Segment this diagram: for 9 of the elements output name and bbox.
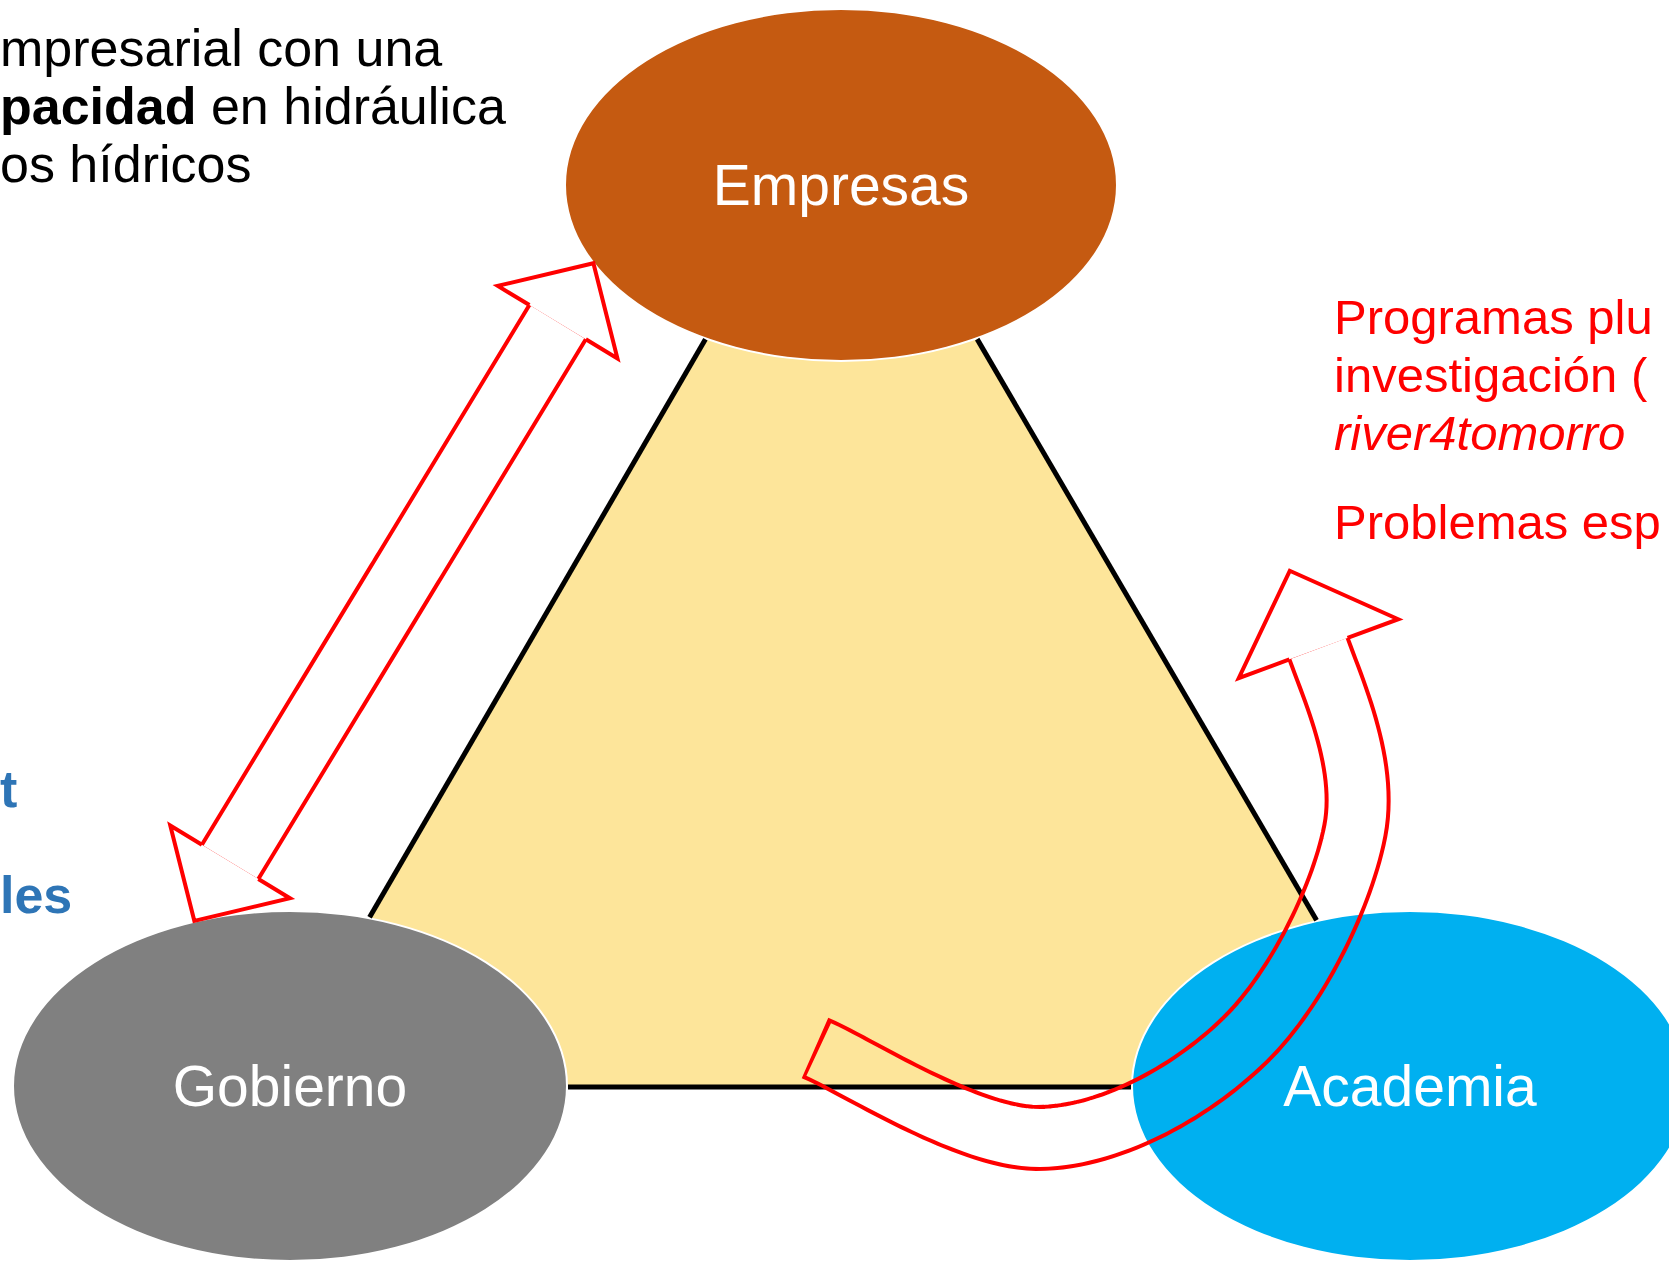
note-text: Problemas esp <box>1334 494 1662 551</box>
node-label: Gobierno <box>172 1053 408 1119</box>
node-label: Empresas <box>712 152 970 218</box>
node-label: Academia <box>1283 1053 1537 1119</box>
connector-line <box>367 338 708 919</box>
annotation-text: les <box>0 866 74 924</box>
annotation-text: mpresarial con una pacidad en hidráulica os hídricos <box>0 19 507 193</box>
note-text: Programas plu investigación ( river4tomorro <box>1334 289 1654 462</box>
annotation-text: t <box>0 760 19 818</box>
